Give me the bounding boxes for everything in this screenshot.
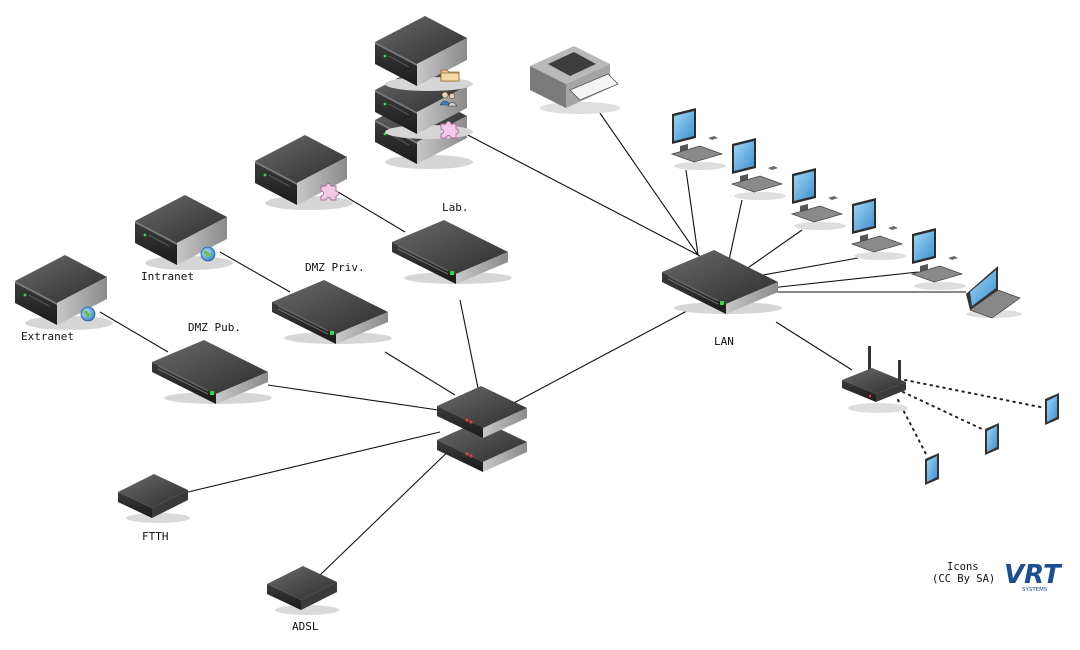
credit-line-1: Icons: [947, 561, 979, 573]
link-router-lan: [509, 303, 701, 406]
link-router-adsl: [319, 439, 461, 576]
link-intranet-dmzpriv: [219, 251, 291, 293]
globe-icon: [80, 306, 96, 322]
logo-text: VRT: [1004, 560, 1063, 590]
logo-subtext: SYSTEMS: [1022, 587, 1048, 593]
link-dmzpub-router: [267, 384, 439, 411]
desktop-computer-icon: [671, 107, 727, 171]
link-pc1-lan: [685, 169, 699, 256]
server-icon: [254, 134, 354, 211]
link-extranet-dmzpub: [99, 311, 169, 353]
link-servers-lan: [461, 131, 701, 257]
link-dmzpriv-router: [384, 351, 456, 396]
adsl-modem-icon: [267, 566, 339, 615]
intranet-server: [134, 194, 234, 271]
label-dmz-priv: DMZ Priv.: [305, 261, 365, 274]
label-adsl: ADSL: [292, 620, 319, 633]
link-pc2-lan: [727, 199, 743, 266]
server-icon: [14, 254, 114, 331]
dmz-priv-switch-icon: [271, 279, 393, 345]
link-pc5-lan: [769, 271, 919, 289]
puzzle-icon: [440, 121, 459, 139]
globe-icon: [200, 246, 216, 262]
lab-server: [254, 134, 354, 211]
link-pc3-lan: [741, 229, 803, 273]
wifi-link-1: [904, 379, 1046, 409]
link-labserver-labswitch: [337, 191, 406, 233]
printer-icon: [529, 45, 621, 115]
vrt-systems-logo: VRT SYSTEMS: [1004, 560, 1063, 593]
tablet-icon: [985, 423, 999, 455]
label-dmz-pub: DMZ Pub.: [188, 321, 241, 334]
lan-server-stack: [374, 15, 474, 170]
core-router: [437, 386, 527, 472]
desktop-computer-icon: [911, 227, 967, 291]
label-lan: LAN: [714, 335, 734, 348]
link-pc4-lan: [745, 257, 859, 279]
tablet-icon: [925, 453, 939, 485]
desktop-computer-icon: [731, 137, 787, 201]
desktop-computer-icon: [791, 167, 847, 231]
laptop-icon: [965, 265, 1023, 319]
lab-switch-icon: [391, 219, 513, 285]
server-icon: [134, 194, 234, 271]
wifi-link-2: [902, 391, 985, 431]
dmz-pub-switch-icon: [151, 339, 273, 405]
label-lab: Lab.: [442, 201, 469, 214]
link-lab-router: [459, 299, 479, 389]
extranet-server: [14, 254, 114, 331]
folder-icon: [440, 69, 460, 82]
lan-switch-icon: [661, 249, 783, 315]
label-intranet: Intranet: [141, 270, 194, 283]
ftth-modem-icon: [118, 474, 190, 523]
icons-credit: Icons (CC By SA) VRT SYSTEMS: [932, 560, 1063, 593]
router-icon: [437, 386, 527, 438]
label-extranet: Extranet: [21, 330, 74, 343]
link-router-ftth: [187, 431, 441, 493]
link-printer-lan: [592, 102, 699, 256]
link-lan-wifi: [775, 321, 853, 371]
network-links: [99, 102, 1046, 576]
wireless-router-icon: [842, 346, 908, 413]
tablet-icon: [1045, 393, 1059, 425]
label-ftth: FTTH: [142, 530, 169, 543]
puzzle-icon: [320, 183, 339, 201]
credit-line-2: (CC By SA): [932, 573, 995, 585]
desktop-computer-icon: [851, 197, 907, 261]
